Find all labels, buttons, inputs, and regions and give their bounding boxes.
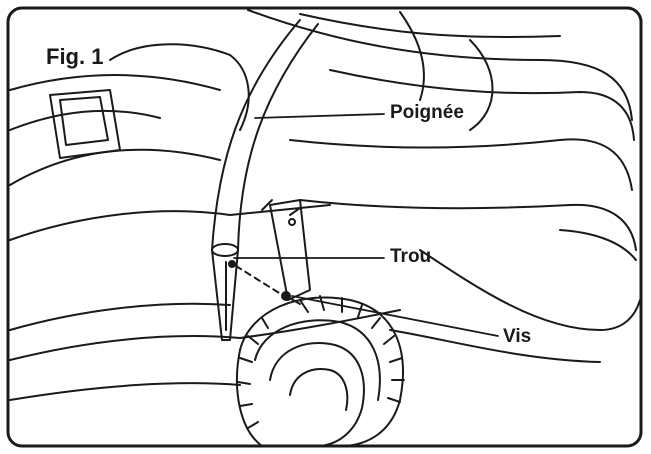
callout-hole-label: Trou [390, 246, 432, 267]
handle [211, 19, 319, 341]
handle-bracket [261, 199, 311, 301]
callout-handle-label: Poignée [390, 102, 464, 123]
grass-bag [247, 9, 641, 363]
screw [235, 265, 301, 305]
hole-marker [228, 260, 236, 268]
callout-line-screw [291, 295, 499, 337]
callout-screw-label: Vis [503, 326, 532, 347]
callout-line-handle [254, 113, 385, 119]
wheel [235, 295, 405, 447]
figure-frame [6, 6, 643, 448]
deck-grip [49, 89, 121, 159]
figure-title: Fig. 1 [46, 44, 104, 69]
